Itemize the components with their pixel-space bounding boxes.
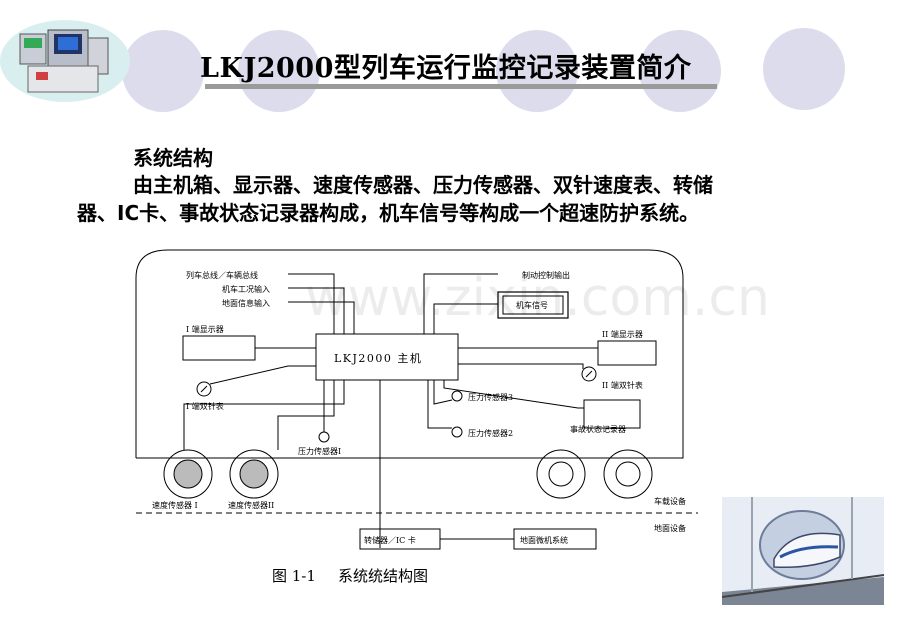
label-speed-sensor-2: 速度传感器II bbox=[228, 500, 274, 510]
label-ground-pc: 地面微机系统 bbox=[520, 535, 568, 545]
equipment-photo bbox=[0, 20, 130, 102]
label-speed-sensor-1: 速度传感器 I bbox=[152, 500, 198, 510]
label-ground-input: 地面信息输入 bbox=[222, 298, 270, 308]
body-text-line1: 由主机箱、显示器、速度传感器、压力传感器、双针速度表、转储 bbox=[133, 173, 713, 197]
label-display-1: I 端显示器 bbox=[186, 324, 224, 334]
label-ground-equipment: 地面设备 bbox=[654, 523, 686, 533]
gauge-2 bbox=[581, 366, 597, 382]
speed-sensor-1-wheel bbox=[163, 449, 213, 499]
gauge-1 bbox=[196, 381, 212, 397]
display-1-box bbox=[182, 335, 256, 361]
decorative-circle bbox=[122, 30, 204, 112]
label-onboard-equipment: 车载设备 bbox=[654, 496, 686, 506]
title-underline bbox=[205, 84, 717, 89]
label-dump-ic-card: 转储器／IC 卡 bbox=[364, 535, 416, 545]
label-train-bus: 列车总线／车辆总线 bbox=[186, 270, 258, 280]
display-2-box bbox=[597, 340, 657, 366]
pressure-sensor-1 bbox=[318, 431, 330, 443]
decorative-circle bbox=[496, 30, 578, 112]
body-text-line2: 器、IC卡、事故状态记录器构成，机车信号等构成一个超速防护系统。 bbox=[77, 201, 700, 225]
train-body-outline bbox=[135, 249, 684, 459]
label-loco-input: 机车工况输入 bbox=[222, 284, 270, 294]
event-recorder-box bbox=[583, 399, 641, 429]
cab-signal-box bbox=[497, 291, 569, 319]
label-gauge-2: II 端双针表 bbox=[602, 380, 643, 390]
figure-caption: 图 1-1 系统统结构图 bbox=[272, 565, 428, 586]
label-pressure-2: 压力传感器2 bbox=[468, 428, 513, 438]
train-photo bbox=[722, 497, 884, 605]
label-cab-signal: 机车信号 bbox=[516, 300, 548, 310]
caption-text: 系统统结构图 bbox=[337, 567, 428, 585]
caption-number: 图 1-1 bbox=[272, 567, 316, 585]
wheel bbox=[603, 449, 653, 499]
speed-sensor-2-wheel bbox=[229, 449, 279, 499]
section-heading: 系统结构 bbox=[133, 146, 213, 170]
label-event-recorder: 事故状态记录器 bbox=[570, 424, 626, 434]
decorative-circle bbox=[238, 30, 320, 112]
system-structure-diagram: 列车总线／车辆总线 机车工况输入 地面信息输入 制动控制输出 机车信号 I 端显… bbox=[135, 249, 698, 550]
label-pressure-3: 压力传感器3 bbox=[468, 392, 513, 402]
decorative-circle bbox=[763, 28, 845, 110]
label-host: LKJ2000 主机 bbox=[334, 351, 422, 365]
decorative-circle bbox=[639, 30, 721, 112]
pressure-sensor-2 bbox=[451, 426, 463, 438]
lkj2000-host-box bbox=[315, 333, 459, 381]
wheel bbox=[536, 449, 586, 499]
label-gauge-1: I 端双针表 bbox=[186, 401, 224, 411]
pressure-sensor-3 bbox=[451, 390, 463, 402]
label-brake-output: 制动控制输出 bbox=[522, 270, 570, 280]
label-display-2: II 端显示器 bbox=[602, 329, 643, 339]
label-pressure-1: 压力传感器I bbox=[298, 446, 341, 456]
page-title: LKJ2000型列车运行监控记录装置简介 bbox=[200, 53, 692, 84]
